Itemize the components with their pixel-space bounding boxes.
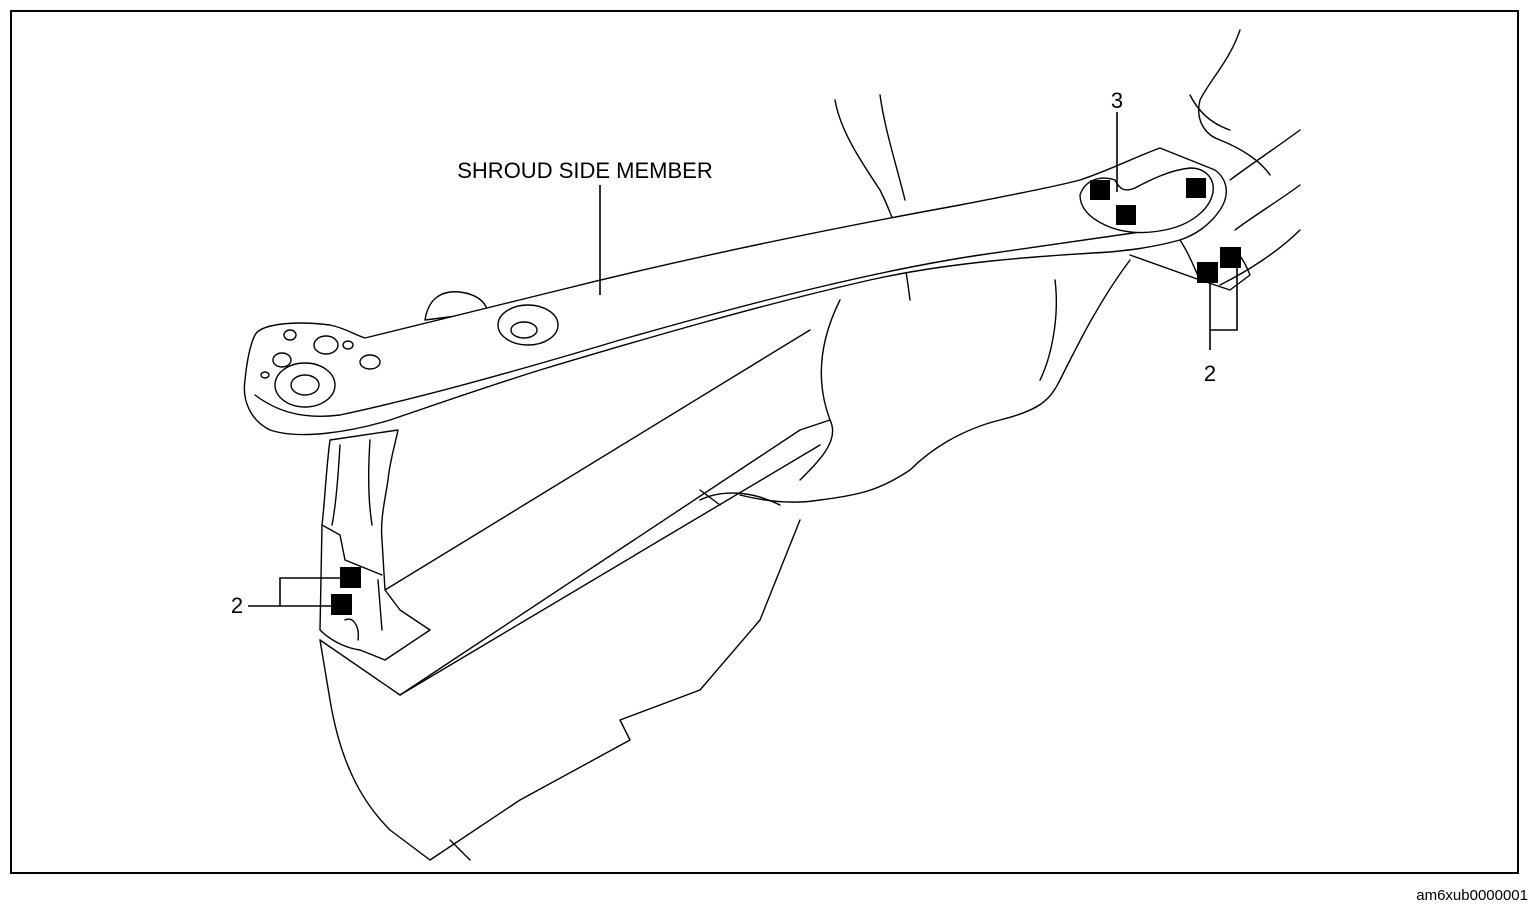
figure-frame — [10, 10, 1519, 874]
weld-marker — [331, 594, 352, 615]
shroud-side-member — [243, 147, 1251, 436]
callout-2-left-label: 2 — [231, 593, 243, 618]
callout-3-label: 3 — [1111, 88, 1123, 113]
weld-marker — [1197, 262, 1218, 283]
weld-marker — [1220, 247, 1241, 268]
weld-markers-group-3 — [1090, 178, 1206, 225]
shroud-side-member-label: SHROUD SIDE MEMBER — [457, 158, 712, 183]
weld-markers-group-2-left — [331, 567, 361, 615]
weld-markers-group-2-right — [1197, 247, 1241, 283]
weld-marker — [1116, 205, 1136, 225]
vertical-stay — [319, 429, 431, 661]
mount-hole-large — [274, 362, 336, 408]
weld-marker — [340, 567, 361, 588]
lower-structure-outlines — [319, 329, 831, 861]
weld-marker — [1090, 180, 1110, 200]
callout-2-right-label: 2 — [1204, 361, 1216, 386]
leader-lines — [248, 112, 1238, 607]
figure-code: am6xub0000001 — [1416, 887, 1528, 904]
weld-marker — [1186, 178, 1206, 198]
